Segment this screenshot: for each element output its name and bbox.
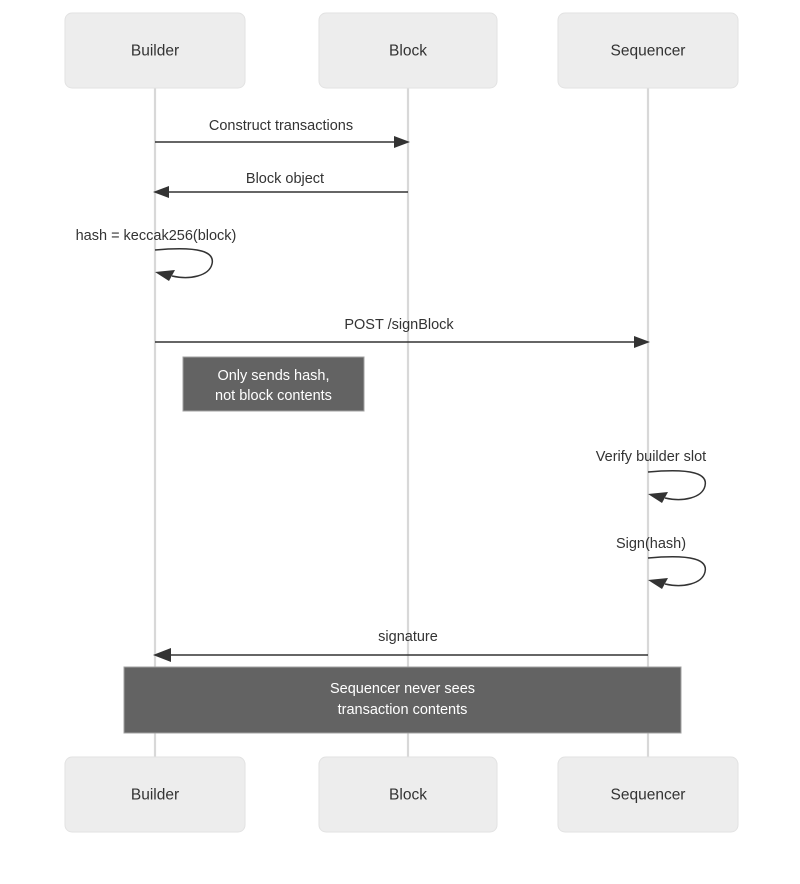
participant-rect bbox=[318, 12, 498, 89]
participant-rect bbox=[64, 756, 246, 833]
message-label: Sign(hash) bbox=[616, 536, 686, 552]
message-label: Verify builder slot bbox=[596, 449, 706, 465]
participant-label: Builder bbox=[131, 43, 179, 60]
message-verify-builder-slot[interactable]: Verify builder slot bbox=[596, 449, 706, 503]
self-loop-path bbox=[647, 470, 707, 501]
lifelines-layer bbox=[153, 88, 650, 757]
note-line: transaction contents bbox=[338, 702, 468, 718]
message-construct-transactions[interactable]: Construct transactions bbox=[155, 118, 410, 148]
participant-box-sequencer-top[interactable]: Sequencer bbox=[557, 12, 739, 89]
message-block-object[interactable]: Block object bbox=[153, 171, 408, 198]
participant-rect bbox=[318, 756, 498, 833]
message-signature[interactable]: signature bbox=[153, 629, 648, 662]
message-label: signature bbox=[378, 629, 438, 645]
arrowhead-left-icon bbox=[155, 270, 175, 281]
arrowhead-left-icon bbox=[153, 186, 169, 198]
message-label: Block object bbox=[246, 171, 324, 187]
participant-label: Sequencer bbox=[611, 43, 686, 60]
arrowhead-left-icon bbox=[648, 492, 668, 503]
participant-label: Block bbox=[389, 43, 427, 60]
arrowhead-right-icon bbox=[634, 336, 650, 348]
message-hash-keccak256[interactable]: hash = keccak256(block) bbox=[76, 228, 237, 281]
note-line: not block contents bbox=[215, 388, 332, 404]
participant-label: Builder bbox=[131, 787, 179, 804]
note-line: Only sends hash, bbox=[217, 368, 329, 384]
participant-box-sequencer-bottom[interactable]: Sequencer bbox=[557, 756, 739, 833]
participant-label: Sequencer bbox=[611, 787, 686, 804]
message-sign-hash[interactable]: Sign(hash) bbox=[616, 536, 707, 589]
arrowhead-left-icon bbox=[648, 578, 668, 589]
participant-rect bbox=[557, 756, 739, 833]
arrowhead-right-icon bbox=[394, 136, 410, 148]
message-label: POST /signBlock bbox=[344, 317, 454, 333]
self-loop-path bbox=[154, 248, 214, 279]
arrowhead-left-icon bbox=[153, 648, 171, 662]
note-background bbox=[182, 356, 365, 412]
participant-box-builder-bottom[interactable]: Builder bbox=[64, 756, 246, 833]
participant-box-block-top[interactable]: Block bbox=[318, 12, 498, 89]
note-sequencer-never-sees: Sequencer never sees transaction content… bbox=[123, 666, 682, 734]
message-label: hash = keccak256(block) bbox=[76, 228, 237, 244]
note-only-sends-hash: Only sends hash, not block contents bbox=[182, 356, 365, 412]
top-participants-layer: Builder Block Sequencer bbox=[64, 12, 739, 89]
message-post-signblock[interactable]: POST /signBlock bbox=[155, 317, 650, 348]
note-line: Sequencer never sees bbox=[330, 681, 475, 697]
message-label: Construct transactions bbox=[209, 118, 353, 134]
participant-rect bbox=[557, 12, 739, 89]
participant-box-block-bottom[interactable]: Block bbox=[318, 756, 498, 833]
note-background bbox=[123, 666, 682, 734]
self-loop-path bbox=[647, 556, 707, 587]
participant-box-builder-top[interactable]: Builder bbox=[64, 12, 246, 89]
participant-rect bbox=[64, 12, 246, 89]
bottom-participants-layer: Builder Block Sequencer bbox=[64, 756, 739, 833]
participant-label: Block bbox=[389, 787, 427, 804]
